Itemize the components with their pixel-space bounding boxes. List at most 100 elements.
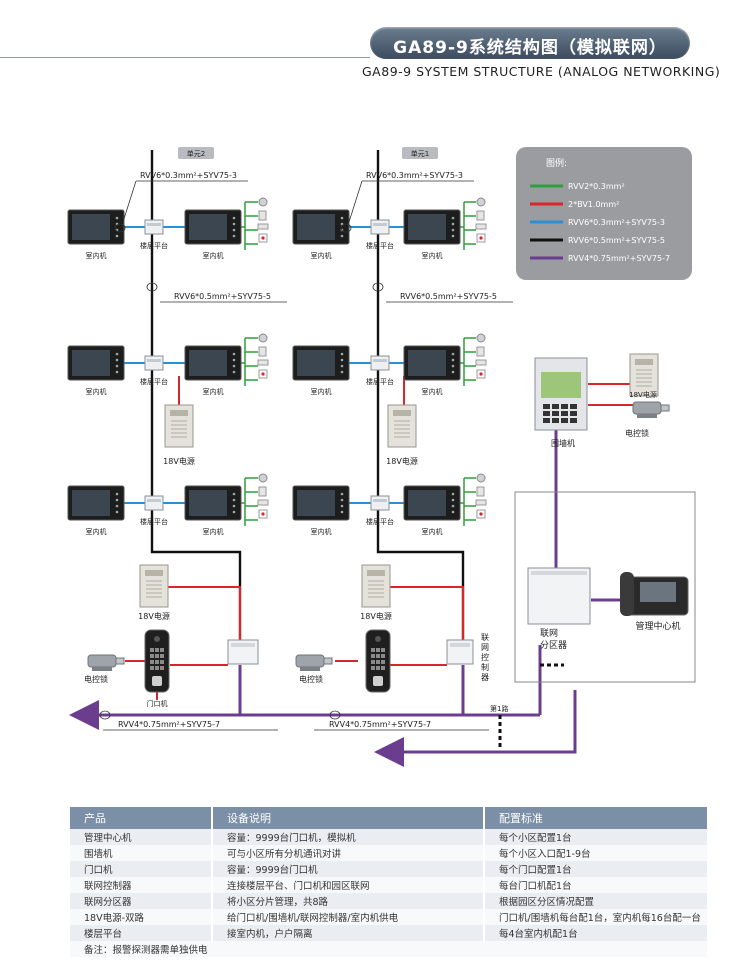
wall-station-key (543, 418, 550, 423)
management-label: 管理中心机 (635, 620, 680, 632)
monitor-button (232, 370, 236, 374)
monitor-button (340, 358, 344, 362)
gas-detector-icon (258, 486, 267, 497)
door-keypad-key (381, 654, 385, 658)
table-row: 联网分区器将小区分片管理，共8路根据园区分区情况配置 (70, 893, 707, 909)
monitor-button (451, 364, 455, 368)
monitor-button (340, 498, 344, 502)
lock-label: 电控锁 (625, 428, 649, 438)
platform-box (370, 219, 390, 235)
indoor-monitor (403, 485, 461, 521)
management-screen (640, 582, 676, 602)
cable-marker (99, 710, 111, 720)
alarm-sensors (257, 197, 269, 243)
gas-detector-icon (476, 210, 485, 221)
legend: 图例: RVV2*0.3mm²2*BV1.0mm²RVV6*0.3mm²+SYV… (516, 147, 692, 280)
monitor-screen (189, 350, 227, 376)
power-label (635, 359, 653, 365)
cable-label-network: RVV4*0.75mm²+SYV75-7 (329, 720, 431, 729)
controller-stripe (231, 643, 255, 647)
platform-detail (373, 223, 387, 226)
door-keypad-key (150, 654, 154, 658)
col-header-product: 产品 (70, 807, 212, 829)
indoor-label: 室内机 (422, 251, 443, 260)
cable-marker (329, 710, 341, 720)
door-keypad-key (155, 654, 159, 658)
cell-description: 将小区分片管理，共8路 (211, 893, 484, 909)
door-card-reader (373, 676, 383, 686)
power-supply (629, 353, 659, 397)
monitor-button (232, 228, 236, 232)
red-cable (389, 586, 464, 640)
platform-label: 楼层平台 (366, 241, 394, 250)
cable-label-top: RVV6*0.3mm²+SYV75-3 (366, 171, 463, 180)
gas-detector-icon (258, 346, 267, 357)
lock-base (300, 667, 320, 671)
wall-station-key (552, 411, 559, 416)
monitor-button (340, 492, 344, 496)
table-row: 管理中心机容量：9999台门口机，模拟机每个小区配置1台 (70, 829, 707, 845)
power-supply (361, 564, 391, 608)
cable-label-top: RVV6*0.3mm²+SYV75-3 (140, 171, 237, 180)
power-supply (387, 404, 417, 448)
unit-tab (402, 147, 438, 159)
floor-platform (144, 355, 164, 371)
monitor-screen (297, 350, 335, 376)
smoke-detector-icon (476, 473, 486, 483)
monitor-button (115, 504, 119, 508)
monitor-screen (72, 490, 110, 516)
cell-product: 门口机 (70, 861, 212, 877)
floor-platform (370, 355, 390, 371)
door-keypad-key (371, 654, 375, 658)
electric-lock (632, 401, 670, 418)
monitor-button (232, 504, 236, 508)
cell-config: 门口机/围墙机每台配1台，室内机每16台配一台 (483, 909, 707, 925)
gas-detector-icon (476, 486, 485, 497)
monitor-button (451, 504, 455, 508)
indoor-monitor (292, 209, 350, 245)
door-keypad-key (376, 666, 380, 670)
alarm-sensors (257, 473, 269, 519)
electric-lock (295, 654, 333, 671)
indoor-label: 室内机 (203, 251, 224, 260)
door-keypad-key (155, 648, 159, 652)
cable-leader (122, 180, 137, 223)
unit-tab (178, 147, 214, 159)
controller-label-char: 器 (481, 673, 489, 682)
network-controller (227, 639, 259, 665)
smoke-detector-icon (258, 473, 268, 483)
lock-label: 电控锁 (299, 674, 323, 684)
route-label: 第1路 (490, 704, 508, 713)
door-keypad-key (150, 666, 154, 670)
power-label: 18V电源 (360, 611, 392, 621)
door-camera-icon (154, 636, 160, 642)
cell-config: 每台门口机配1台 (483, 877, 707, 893)
monitor-screen (408, 490, 446, 516)
cell-config: 每4台室内机配1台 (483, 925, 707, 941)
wall-station-key (552, 404, 559, 409)
door-keypad-key (160, 660, 164, 664)
platform-box (370, 495, 390, 511)
legend-panel (516, 147, 692, 280)
indoor-monitor (184, 345, 242, 381)
door-keypad-key (155, 660, 159, 664)
alarm-sensors (475, 333, 487, 379)
monitor-screen (189, 214, 227, 240)
cell-description: 连接楼层平台、门口机和园区联网 (211, 877, 484, 893)
management-handset (620, 572, 634, 616)
title-banner: GA89-9系统结构图（模拟联网） (370, 27, 690, 59)
indoor-label: 室内机 (422, 387, 443, 396)
monitor-screen (408, 350, 446, 376)
monitor-button (340, 370, 344, 374)
monitor-screen (297, 490, 335, 516)
controller-label-char: 联 (481, 633, 489, 642)
power-supply (139, 564, 169, 608)
floor-platform (144, 495, 164, 511)
controller-stripe (531, 571, 587, 575)
table-row: 备注：报警探测器需单独供电 (70, 941, 707, 957)
controller-case (527, 567, 591, 625)
monitor-button (232, 492, 236, 496)
alarm-sensors (475, 197, 487, 243)
monitor-screen (408, 214, 446, 240)
